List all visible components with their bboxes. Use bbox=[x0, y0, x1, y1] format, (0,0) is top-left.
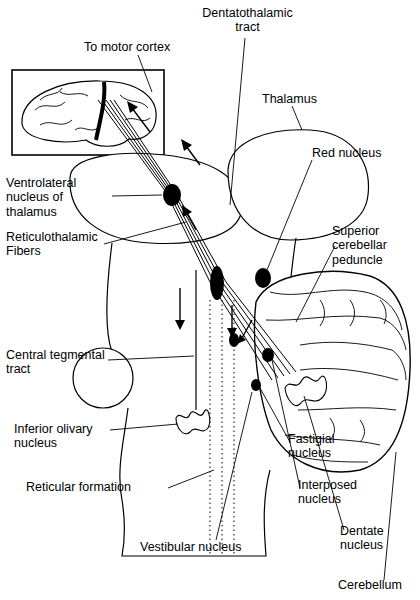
brainstem-nucleus bbox=[229, 333, 239, 347]
structure-label: Cerebellum bbox=[338, 578, 418, 592]
flow-arrow-shafts bbox=[132, 108, 252, 338]
structure-label: To motor cortex bbox=[84, 40, 194, 54]
structure-label: Dentatothalamic tract bbox=[200, 6, 295, 35]
red-nucleus bbox=[255, 268, 271, 288]
structure-label: Red nucleus bbox=[312, 146, 402, 160]
structure-label: Superior cerebellar peduncle bbox=[332, 224, 412, 267]
structure-label: Ventrolateral nucleus of thalamus bbox=[6, 176, 94, 219]
structure-label: Fastigial nucleus bbox=[288, 432, 363, 461]
flow-arrow-heads bbox=[127, 101, 246, 344]
structure-label: Thalamus bbox=[262, 92, 332, 106]
central-tegmental-line bbox=[195, 270, 196, 410]
inferior-olive bbox=[176, 410, 210, 434]
cerebellum-outline bbox=[254, 272, 410, 472]
vl-nucleus bbox=[163, 184, 181, 206]
structure-label: Inferior olivary nucleus bbox=[14, 422, 114, 451]
fastigial-nucleus bbox=[251, 379, 261, 391]
structure-label: Vestibular nucleus bbox=[140, 540, 270, 554]
reticular-nucleus bbox=[210, 266, 224, 300]
inset-frame bbox=[12, 70, 164, 155]
motor-cortex-band bbox=[96, 82, 104, 140]
structure-label: Reticular formation bbox=[26, 480, 171, 494]
dentatothalamic-fibers bbox=[98, 100, 296, 380]
leader-lines bbox=[104, 38, 396, 580]
interposed-nucleus bbox=[262, 348, 274, 362]
structure-label: Reticulothalamic Fibers bbox=[6, 230, 111, 259]
structure-label: Interposed nucleus bbox=[298, 478, 378, 507]
structure-label: Central tegmental tract bbox=[6, 348, 118, 377]
structure-label: Dentate nucleus bbox=[340, 524, 415, 553]
